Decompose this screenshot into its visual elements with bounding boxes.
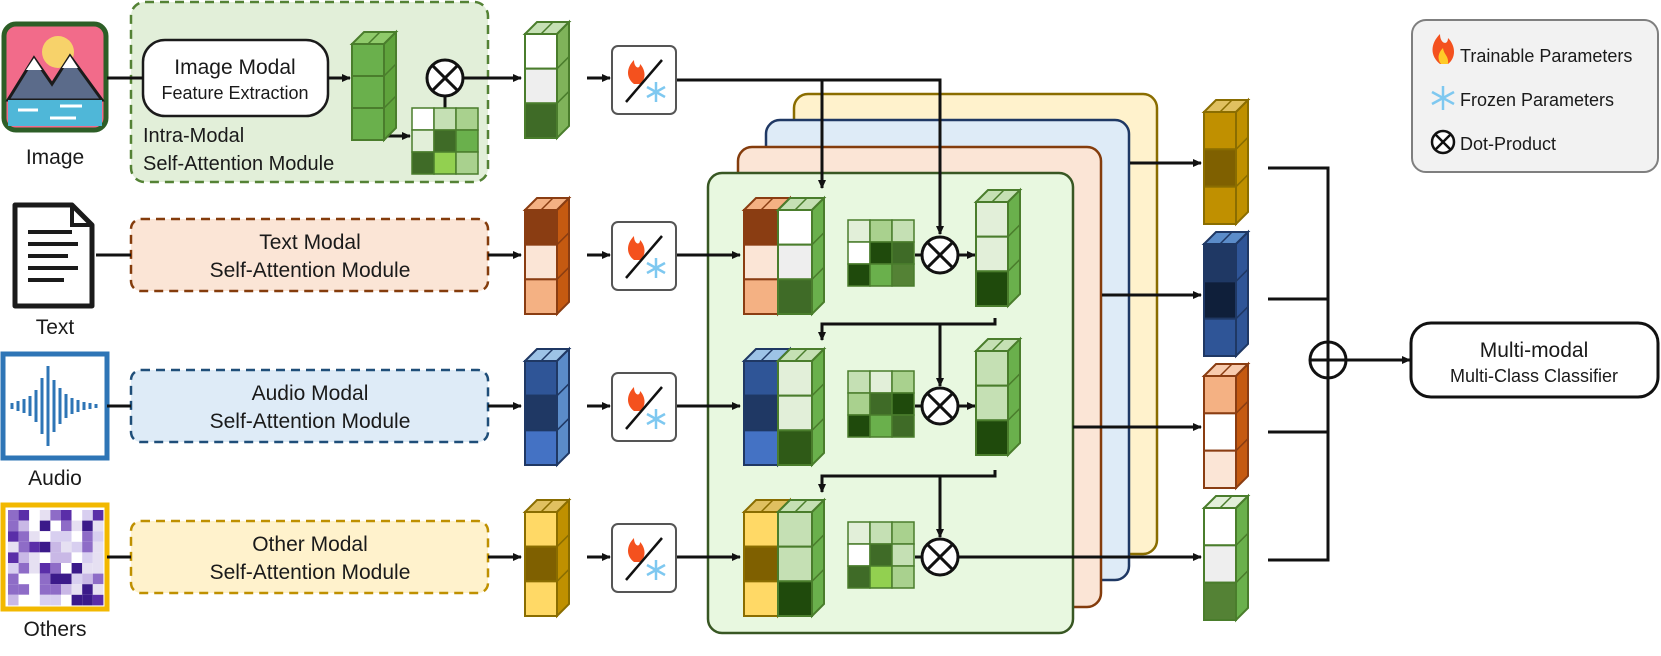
image-feature-line2: Feature Extraction [161,83,308,103]
concat-sum-icon [1308,340,1348,380]
cross-right-cube-2 [775,497,827,619]
cross-dot-product-icon-0 [920,235,960,275]
legend-frozen: Frozen Parameters [1460,90,1614,110]
audio-modal-line1: Audio Modal [252,382,369,405]
cross-dot-product-icon-2 [920,537,960,577]
legend-dot-product: Dot-Product [1460,134,1556,154]
other-embed-cube [522,497,572,619]
output-green-cube [1201,493,1251,623]
text-input-label: Text [36,316,75,339]
cross-dot-product-icon-1 [920,386,960,426]
cross-attention-matrix-1 [847,370,915,438]
param-switch-icon-1 [611,221,677,291]
other-modal-line1: Other Modal [252,533,368,556]
classifier-box [1409,321,1660,399]
param-switch-icon-0 [611,45,677,115]
param-switch-icon-2 [611,372,677,442]
snowflake-icon [1431,86,1455,110]
intra-modal-line2: Self-Attention Module [143,153,334,175]
param-switch-icon-3 [611,523,677,593]
image-input-label: Image [26,146,84,169]
flame-icon [1432,34,1454,64]
output-blue-cube [1201,229,1251,359]
dot-product-icon [1430,129,1456,155]
output-orange-cube [1201,361,1251,491]
audio-input-label: Audio [28,467,82,490]
image-input-icon [1,21,109,133]
image-embed-cube [522,19,572,141]
image-feature-line1: Image Modal [174,56,295,79]
image-dot-product-icon [425,58,465,98]
others-noise-icon [0,502,110,612]
intra-modal-line1: Intra-Modal [143,125,244,147]
text-embed-cube [522,195,572,317]
cross-right-cube-1 [775,346,827,468]
cross-output-cube-1 [973,336,1023,458]
audio-embed-cube [522,346,572,468]
classifier-line2: Multi-Class Classifier [1450,366,1618,386]
audio-waveform-icon [0,351,110,461]
image-feature-cube [349,29,399,143]
text-modal-line2: Self-Attention Module [210,259,411,282]
text-modal-line1: Text Modal [259,231,361,254]
cross-right-cube-0 [775,195,827,317]
cross-attention-matrix-0 [847,219,915,287]
legend-trainable: Trainable Parameters [1460,46,1632,66]
classifier-line1: Multi-modal [1480,339,1589,362]
cross-attention-matrix-2 [847,521,915,589]
audio-modal-line2: Self-Attention Module [210,410,411,433]
text-document-icon [12,202,95,309]
other-modal-line2: Self-Attention Module [210,561,411,584]
legend-box [1411,19,1659,173]
cross-output-cube-0 [973,187,1023,309]
output-yellow-cube [1201,97,1251,227]
image-attention-matrix [411,107,479,175]
others-input-label: Others [23,618,86,641]
